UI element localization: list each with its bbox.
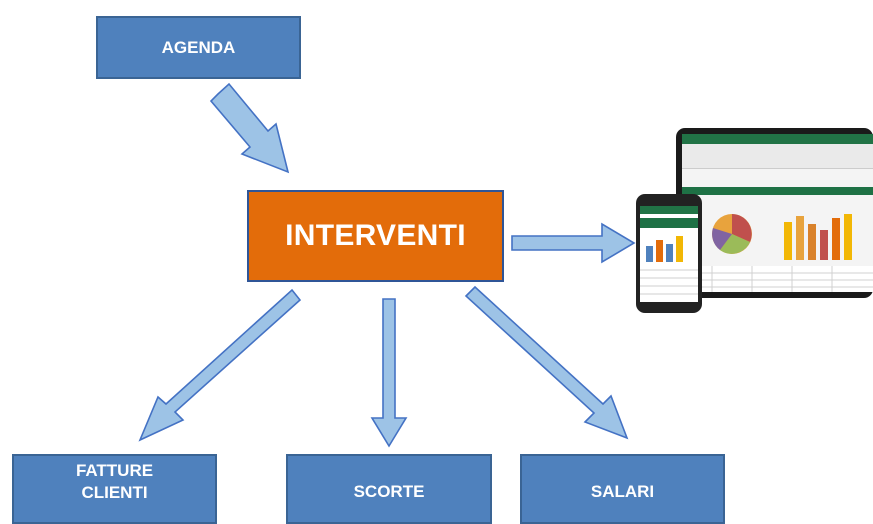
tablet-screen — [682, 134, 873, 292]
node-salari-label: SALARI — [590, 482, 655, 501]
phone-chart — [640, 236, 698, 295]
node-interventi: INTERVENTI — [247, 190, 504, 282]
phone-bar-1 — [646, 246, 653, 262]
phone-bar-4 — [676, 236, 683, 262]
node-fatture-clienti: FATTURE CLIENTI — [12, 454, 217, 524]
phone-sheet-header — [640, 218, 698, 228]
bar-5 — [832, 218, 840, 260]
node-interventi-label: INTERVENTI — [285, 219, 466, 252]
bar-3 — [808, 224, 816, 260]
tablet-device — [676, 128, 873, 298]
tablet-title-bar — [682, 134, 873, 144]
pie-slice-3 — [720, 234, 750, 254]
tablet-ribbon — [682, 144, 873, 169]
node-agenda-label: AGENDA — [161, 37, 236, 57]
pie-slice-2 — [732, 214, 752, 242]
pie-slice-4 — [712, 228, 732, 250]
arrow-interventi-to-spreadsheet — [511, 222, 636, 264]
phone-bar-3 — [666, 244, 673, 262]
phone-screen — [640, 206, 698, 302]
spreadsheet-devices-image — [636, 128, 873, 313]
tablet-chart — [682, 214, 873, 292]
bar-2 — [796, 216, 804, 260]
connector-arrows — [138, 82, 636, 448]
bar-1 — [784, 222, 792, 260]
phone-device — [636, 194, 702, 313]
arrow-interventi-to-scorte — [370, 298, 408, 448]
tablet-sheet-header — [682, 187, 873, 195]
arrow-interventi-to-salari — [464, 285, 629, 440]
node-scorte-label: SCORTE — [353, 482, 425, 501]
node-fatture-label: FATTURE CLIENTI — [75, 461, 154, 502]
node-salari: SALARI — [520, 454, 725, 524]
tablet-table — [682, 266, 873, 292]
arrow-agenda-to-interventi — [209, 82, 290, 174]
arrow-interventi-to-fatture — [138, 288, 302, 442]
bar-6 — [844, 214, 852, 260]
phone-title-bar — [640, 206, 698, 214]
node-scorte: SCORTE — [286, 454, 492, 524]
phone-bar-2 — [656, 240, 663, 262]
node-agenda: AGENDA — [96, 16, 301, 79]
bar-4 — [820, 230, 828, 260]
